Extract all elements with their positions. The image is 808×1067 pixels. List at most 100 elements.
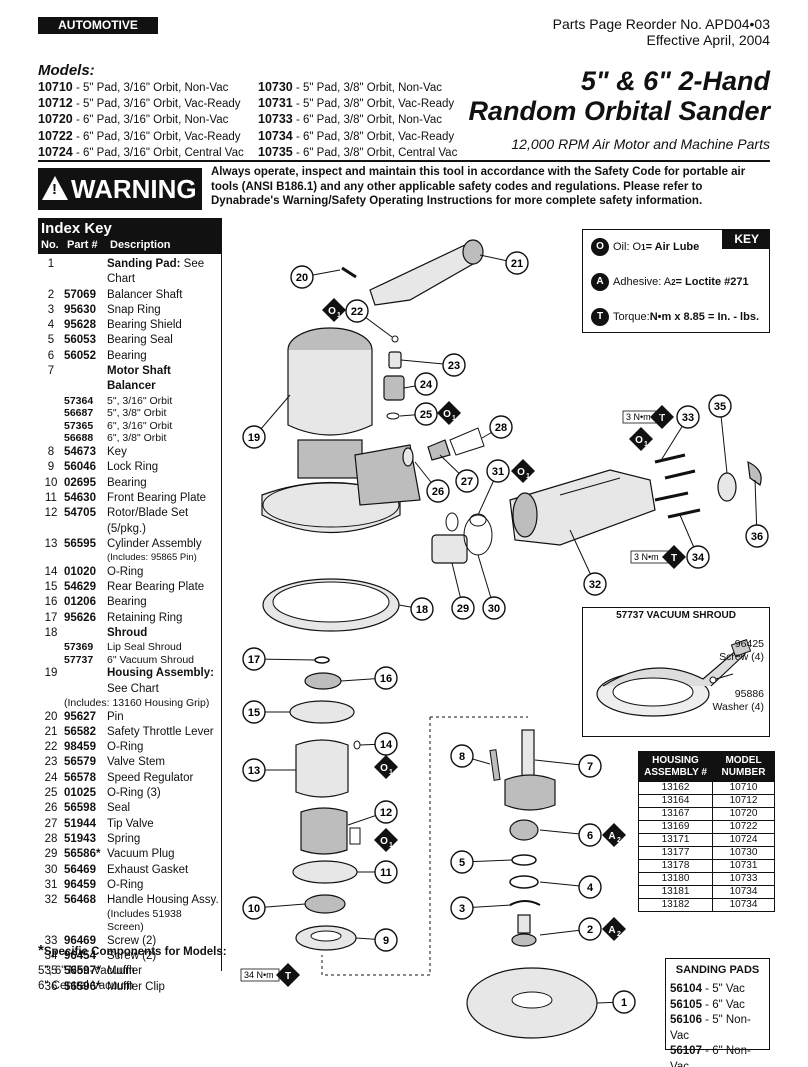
callout-33: 33 (659, 405, 700, 463)
index-desc: 6" Vacuum Shroud (107, 653, 194, 666)
index-no: 20 (44, 710, 58, 723)
washer-part: 95886 (734, 688, 764, 700)
svg-text:2: 2 (617, 837, 621, 844)
callout-2: 2 (539, 917, 602, 941)
svg-text:22: 22 (351, 306, 363, 318)
index-part: 51944 (64, 817, 96, 830)
callout-18: 18 (398, 597, 434, 621)
vacuum-shroud-drawing (596, 638, 752, 717)
index-desc: Bearing Shield (107, 319, 182, 332)
index-row: 7 Motor Shaft Balancer (38, 364, 221, 395)
model-col-header: MODEL NUMBER (712, 751, 775, 782)
index-no: 34 (44, 949, 58, 962)
model-entry: 10735 - 6" Pad, 3/8" Orbit, Central Vac (258, 145, 457, 161)
index-part: 56052 (64, 349, 96, 362)
model-entry: 10720 - 6" Pad, 3/16" Orbit, Non-Vac (38, 112, 244, 128)
index-no: 16 (44, 596, 58, 609)
index-desc: Retaining Ring (107, 611, 183, 624)
svg-text:O: O (380, 836, 388, 847)
index-no: 19 (44, 667, 58, 680)
col-no: No. (41, 239, 59, 251)
svg-text:24: 24 (420, 379, 433, 391)
index-row: (Includes: 95865 Pin) (38, 552, 221, 565)
svg-text:20: 20 (296, 272, 308, 284)
callout-5: 5 (450, 850, 513, 874)
handle-housing (509, 469, 656, 546)
model-description: - 5" Pad, 3/8" Orbit, Non-Vac (292, 82, 442, 94)
index-desc: Front Bearing Plate (107, 491, 207, 504)
index-no: 33 (44, 934, 58, 947)
svg-text:13: 13 (248, 765, 260, 777)
index-desc: Key (107, 446, 127, 459)
index-no: 17 (44, 611, 58, 624)
key-torque: T Torque: N•m x 8.85 = In. - lbs. (591, 308, 759, 326)
callout-4: 4 (539, 875, 602, 899)
index-desc: Lip Seal Shroud (107, 641, 182, 654)
index-part: 56597* (64, 965, 101, 978)
svg-text:O: O (517, 467, 525, 478)
index-desc: Lock Ring (107, 461, 159, 474)
index-part: 56578 (64, 771, 96, 784)
screw-text: Screw (4) (719, 650, 764, 663)
model-description: - 6" Pad, 3/16" Orbit, Vac-Ready (72, 130, 241, 143)
callout-36: 36 (745, 479, 769, 548)
index-desc: O-Ring (3) (107, 787, 161, 800)
reorder-info: Parts Page Reorder No. APD04•03 Effectiv… (553, 16, 770, 48)
page-title: 5" & 6" 2-Hand Random Orbital Sander (468, 66, 770, 126)
adhesive-icon: A (591, 273, 609, 291)
index-no: 28 (44, 832, 58, 845)
callout-19: 19 (242, 394, 291, 449)
sanding-pad-entry: 56106 - 5" Non-Vac (670, 1014, 751, 1042)
svg-text:1: 1 (621, 997, 627, 1009)
models-heading: Models: (38, 62, 95, 79)
svg-text:8: 8 (459, 751, 465, 763)
torque-label-33: 3 N•m (626, 412, 651, 422)
svg-text:O: O (635, 435, 643, 446)
title-line2: Random Orbital Sander (468, 96, 770, 126)
asterisk: * (38, 942, 44, 959)
index-part: 54673 (64, 446, 96, 459)
callout-11: 11 (357, 860, 398, 884)
warning-text: Always operate, inspect and maintain thi… (211, 166, 746, 207)
index-no: 23 (44, 756, 58, 769)
svg-text:16: 16 (380, 673, 392, 685)
index-desc: Snap Ring (107, 303, 161, 316)
model-number: 10722 (38, 128, 73, 143)
index-desc: Vacuum Plug (107, 848, 175, 861)
callout-12: 12 (347, 800, 398, 826)
torque-marker-9: T (276, 963, 300, 987)
index-no: 7 (47, 365, 55, 378)
index-part: 57365 (64, 419, 94, 432)
index-no: 15 (44, 581, 58, 594)
screw-part: 96425 (734, 638, 764, 650)
model-number: 10735 (258, 144, 293, 159)
svg-text:33: 33 (682, 412, 694, 424)
index-desc: Housing Assembly: See Chart (107, 667, 214, 695)
callout-24: 24 (403, 372, 438, 396)
index-desc: Motor Shaft Balancer (107, 365, 171, 393)
index-part: 51943 (64, 832, 96, 845)
svg-text:1: 1 (337, 312, 341, 319)
callout-13: 13 (242, 758, 296, 782)
